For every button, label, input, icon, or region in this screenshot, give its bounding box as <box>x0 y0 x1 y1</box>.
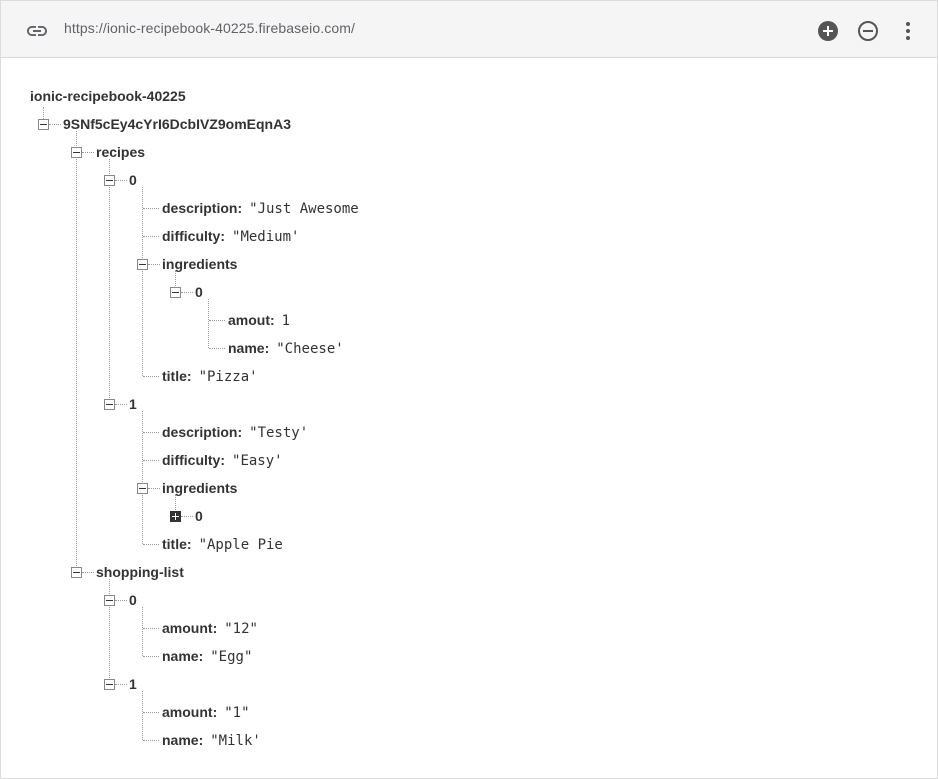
expand-toggle[interactable] <box>170 511 181 522</box>
tree-leaf[interactable]: difficulty:"Easy' <box>162 452 283 469</box>
tree-leaf[interactable]: difficulty:"Medium' <box>162 228 300 245</box>
collapse-toggle[interactable] <box>104 175 115 186</box>
collapse-toggle[interactable] <box>71 147 82 158</box>
collapse-toggle[interactable] <box>104 399 115 410</box>
tree-leaf[interactable]: description:"Testy' <box>162 424 309 441</box>
remove-circle-icon[interactable] <box>856 19 880 43</box>
tree-leaf[interactable]: title:"Apple Pie <box>162 536 283 553</box>
tree-leaf[interactable]: description:"Just Awesome <box>162 200 359 217</box>
collapse-toggle[interactable] <box>170 287 181 298</box>
tree-node-shopping-list[interactable]: shopping-list <box>96 564 184 580</box>
collapse-toggle[interactable] <box>104 595 115 606</box>
tree-connector <box>76 131 77 572</box>
tree-node-item-1[interactable]: 1 <box>129 676 137 692</box>
collapse-toggle[interactable] <box>38 119 49 130</box>
tree-root[interactable]: ionic-recipebook-40225 <box>30 88 186 104</box>
tree-node-recipe-0[interactable]: 0 <box>129 172 137 188</box>
url-bar: https://ionic-recipebook-40225.firebasei… <box>1 1 937 58</box>
tree-node-ingredient-0[interactable]: 0 <box>195 284 203 300</box>
tree-node-recipes[interactable]: recipes <box>96 144 146 160</box>
tree-node-item-0[interactable]: 0 <box>129 592 137 608</box>
collapse-toggle[interactable] <box>71 567 82 578</box>
link-icon[interactable] <box>25 19 49 43</box>
tree-node-recipe-1[interactable]: 1 <box>129 396 137 412</box>
tree-node-user-id[interactable]: 9SNf5cEy4cYrI6DcbIVZ9omEqnA3 <box>63 116 291 132</box>
tree-leaf[interactable]: name:"Milk' <box>162 732 261 749</box>
tree-node-ingredients[interactable]: ingredients <box>162 480 238 496</box>
collapse-toggle[interactable] <box>137 259 148 270</box>
tree-leaf[interactable]: amount:"1" <box>162 704 250 721</box>
tree-node-ingredient-0[interactable]: 0 <box>195 508 203 524</box>
tree-leaf[interactable]: name:"Cheese' <box>228 340 344 357</box>
collapse-toggle[interactable] <box>104 679 115 690</box>
tree-leaf[interactable]: name:"Egg" <box>162 648 253 665</box>
tree-leaf[interactable]: amout:1 <box>228 312 291 329</box>
tree-leaf[interactable]: amount:"12" <box>162 620 258 637</box>
tree-node-ingredients[interactable]: ingredients <box>162 256 238 272</box>
add-circle-icon[interactable] <box>816 19 840 43</box>
tree-leaf[interactable]: title:"Pizza' <box>162 368 258 385</box>
database-url[interactable]: https://ionic-recipebook-40225.firebasei… <box>64 20 355 36</box>
collapse-toggle[interactable] <box>137 483 148 494</box>
more-vert-icon[interactable] <box>896 19 920 43</box>
